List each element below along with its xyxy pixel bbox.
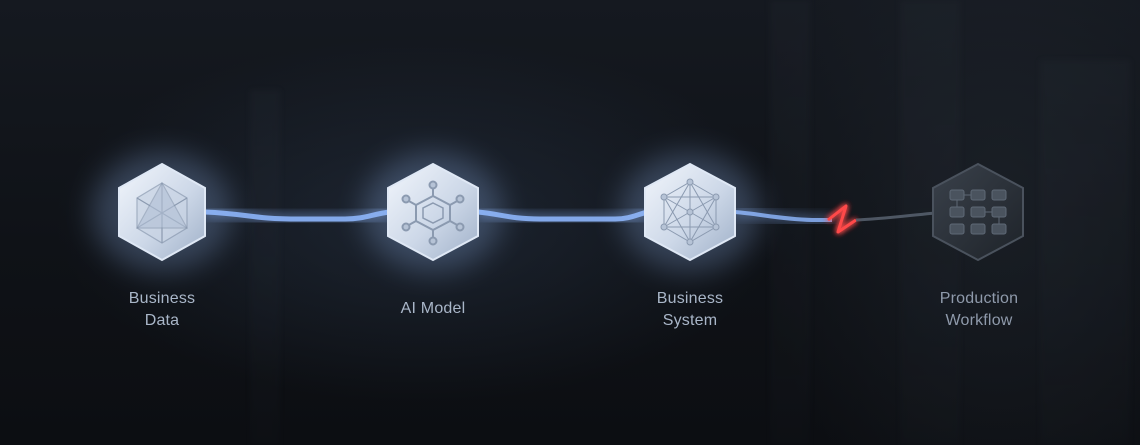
node-business-data[interactable] <box>92 152 232 272</box>
link-system-to-workflow-dead <box>855 211 936 222</box>
node-label-production-workflow: Production Workflow <box>899 288 1059 332</box>
node-ai-model[interactable] <box>363 152 503 272</box>
label-line: Production <box>939 290 1019 307</box>
label-line: Workflow <box>945 312 1013 329</box>
node-label-business-data: Business Data <box>82 288 242 332</box>
node-production-workflow[interactable] <box>932 162 1024 262</box>
mesh-network-icon <box>660 178 720 246</box>
workflow-grid-icon <box>949 189 1007 235</box>
background-rack <box>250 90 280 445</box>
background-rack <box>1040 60 1130 445</box>
node-label-ai-model: AI Model <box>353 298 513 320</box>
label-line: Business <box>128 290 196 307</box>
label-line: System <box>662 312 718 329</box>
label-line: AI Model <box>400 300 466 317</box>
node-label-business-system: Business System <box>610 288 770 332</box>
node-business-system[interactable] <box>620 152 760 272</box>
label-line: Business <box>656 290 724 307</box>
hexagon-network-icon <box>401 180 465 246</box>
connectors <box>204 204 936 234</box>
polyhedron-icon <box>135 181 189 244</box>
link-break-mark <box>827 204 857 234</box>
label-line: Data <box>144 312 180 329</box>
link-data-to-model <box>204 209 391 222</box>
background-rack <box>770 0 810 445</box>
